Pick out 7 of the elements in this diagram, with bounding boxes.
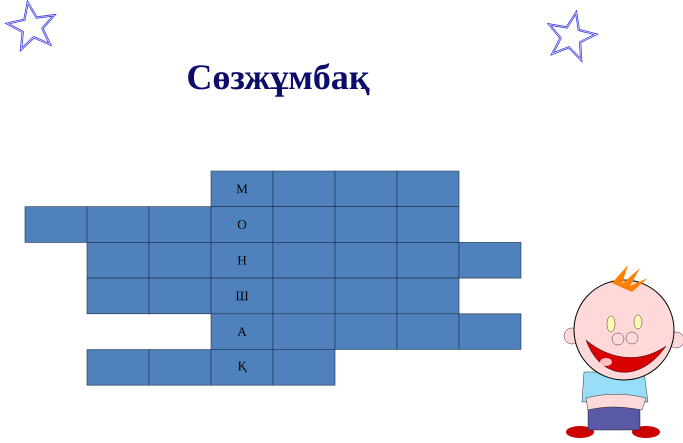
letter-cell: А	[210, 314, 274, 350]
letter-cell: О	[210, 206, 274, 243]
letter-cell: Н	[210, 242, 274, 278]
title: Сөзжұмбақ	[188, 63, 370, 97]
letter-cell: М	[210, 170, 274, 207]
letter-cell: Ш	[210, 278, 274, 314]
letter-cell: Қ	[210, 349, 274, 386]
